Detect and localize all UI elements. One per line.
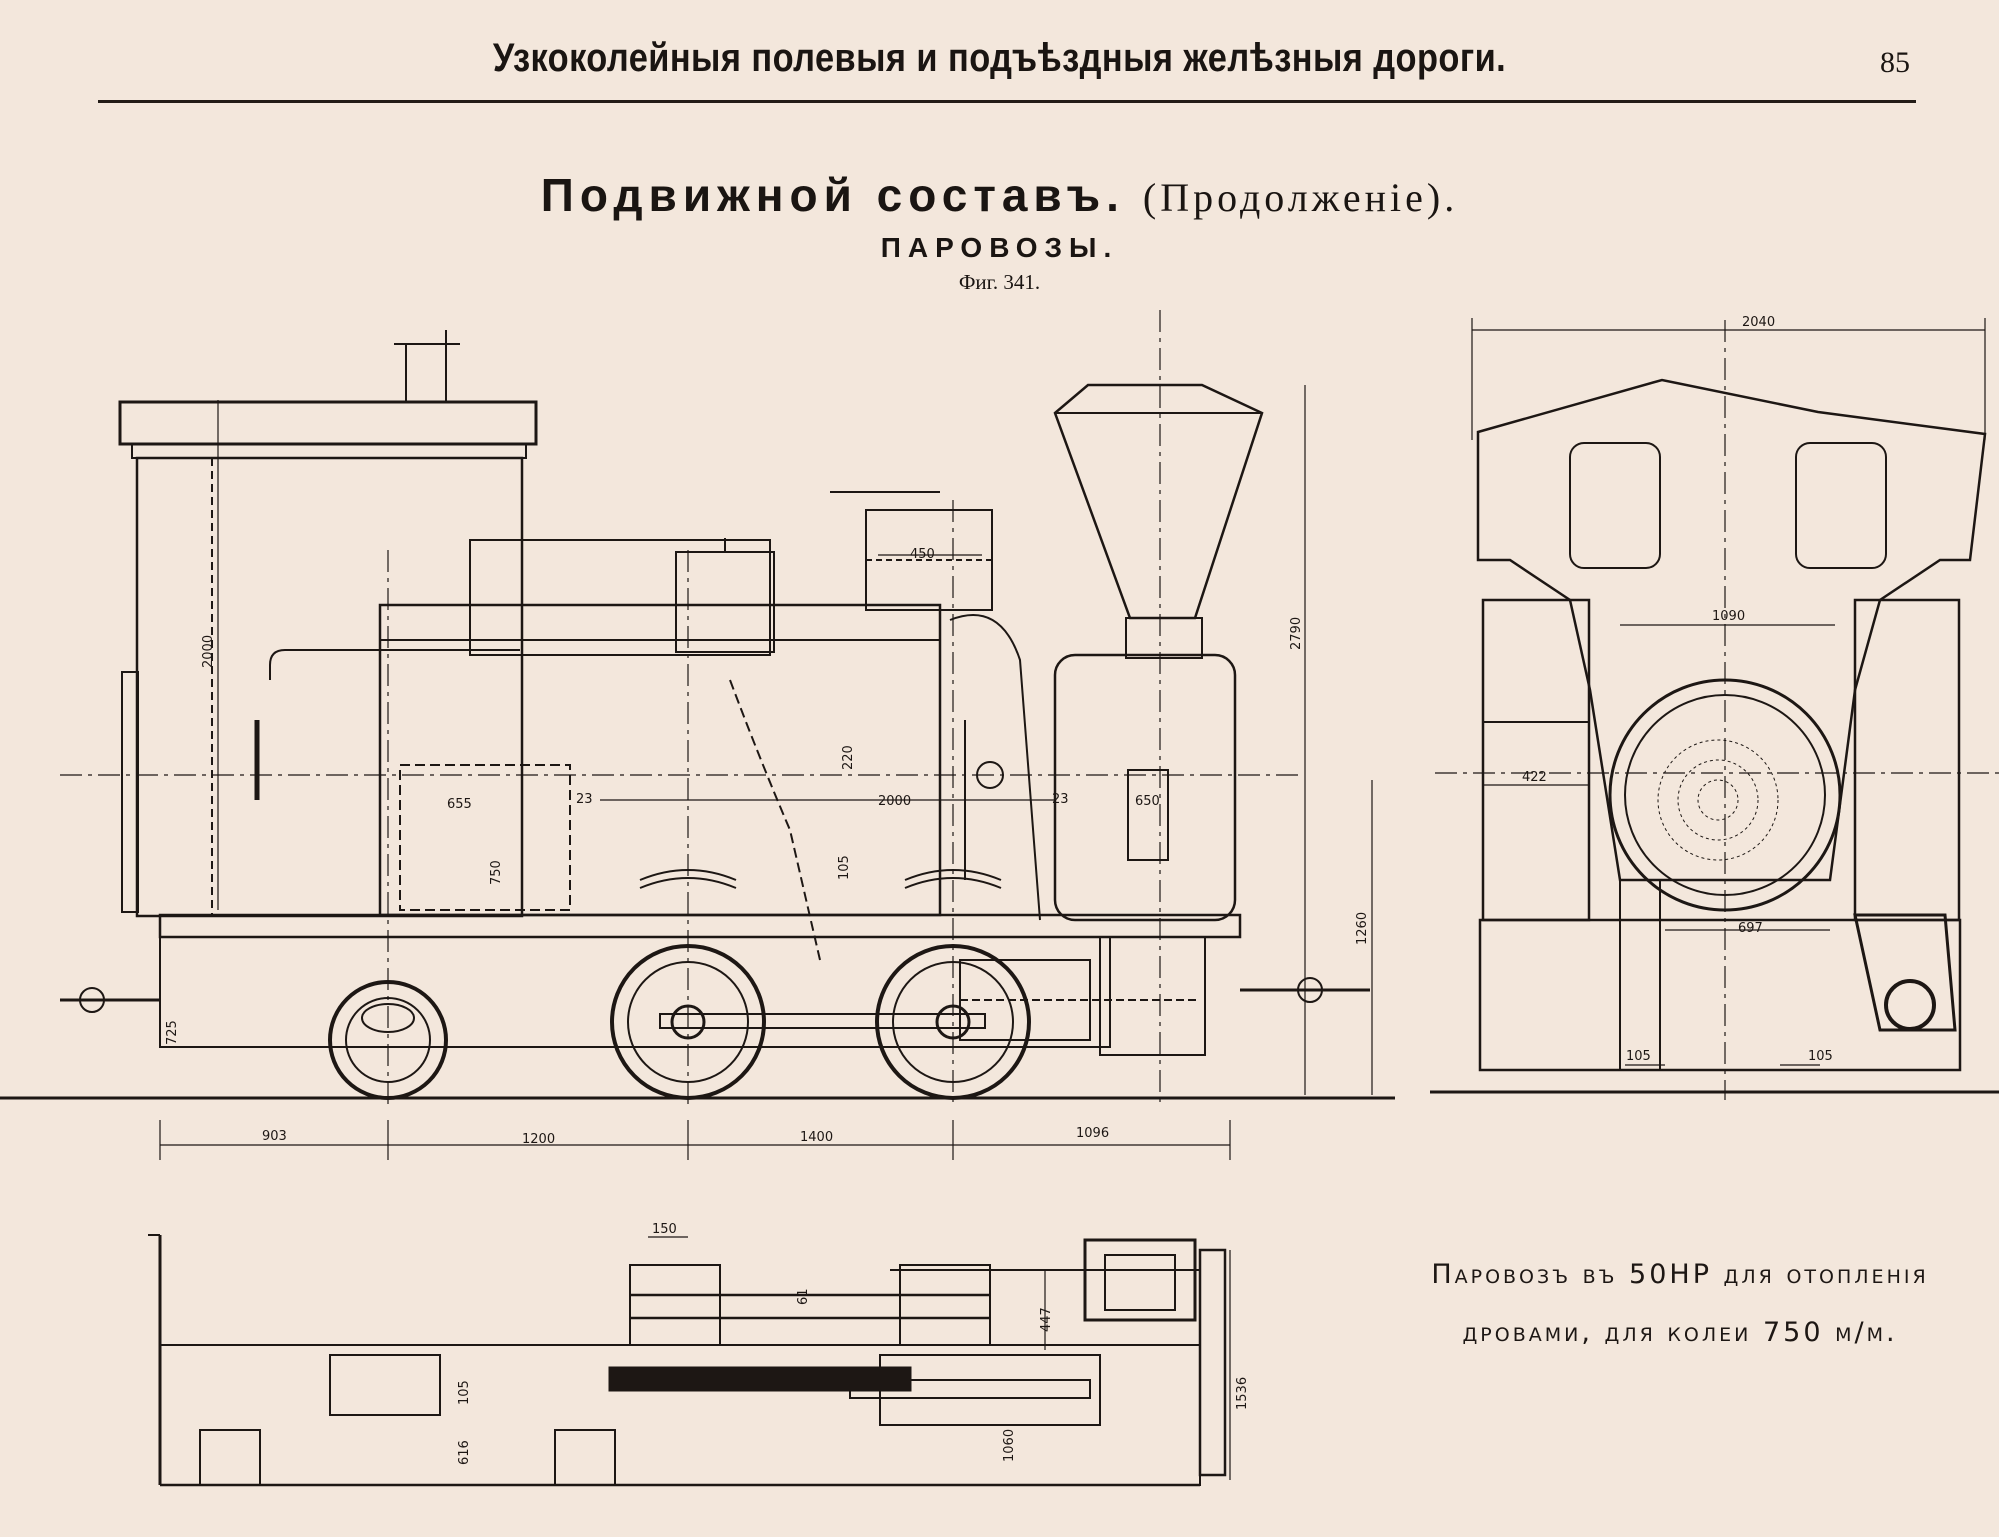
dim-220: 220 xyxy=(841,745,856,770)
front-dimensions: 2040 1090 422 697 105 105 xyxy=(1522,315,1833,1064)
dim-150: 150 xyxy=(652,1222,677,1237)
dim-447: 447 xyxy=(1039,1307,1054,1332)
dim-1260: 1260 xyxy=(1355,912,1370,945)
dim-1060: 1060 xyxy=(1002,1429,1017,1462)
dim-2000-boiler: 2000 xyxy=(878,794,911,809)
dim-2040: 2040 xyxy=(1742,315,1775,330)
figure-label: Фиг. 341. xyxy=(958,270,1041,294)
plan-dimensions: 150 447 1060 1536 105 616 61 xyxy=(457,1222,1250,1465)
side-elevation xyxy=(0,310,1395,1160)
dim-105-plan: 105 xyxy=(457,1380,472,1405)
page-number: 85 xyxy=(1880,46,1910,79)
dim-655: 655 xyxy=(447,797,472,812)
dim-105-front-right: 105 xyxy=(1808,1049,1833,1064)
caption-line-2: дровами, для колеи 750 m/m. xyxy=(1462,1317,1898,1348)
dim-105-front-left: 105 xyxy=(1626,1049,1651,1064)
header-rule xyxy=(98,100,1916,103)
dim-750: 750 xyxy=(489,860,504,885)
side-dimensions: 2000 2790 1260 450 220 2000 655 650 750 … xyxy=(165,547,1370,1147)
dim-23-left: 23 xyxy=(576,792,593,807)
dim-1096: 1096 xyxy=(1076,1126,1109,1141)
dim-61: 61 xyxy=(796,1288,811,1305)
plan-view xyxy=(148,1234,1231,1487)
dim-725: 725 xyxy=(165,1020,180,1045)
dim-2000-cab: 2000 xyxy=(201,635,216,668)
section-title-row: Подвижной составъ. (Продолженіе). xyxy=(0,168,1999,222)
dim-616: 616 xyxy=(457,1440,472,1465)
caption-line-1: Паровозъ въ 50HP для отопленія xyxy=(1431,1259,1929,1290)
dim-650: 650 xyxy=(1135,794,1160,809)
dim-1200: 1200 xyxy=(522,1132,555,1147)
dim-1090: 1090 xyxy=(1712,609,1745,624)
running-header: Узкоколейныя полевыя и подъѣздныя желѣзн… xyxy=(0,28,1999,98)
dim-2790: 2790 xyxy=(1289,617,1304,650)
subsection-title: ПАРОВОЗЫ. xyxy=(880,232,1119,263)
running-title: Узкоколейныя полевыя и подъѣздныя желѣзн… xyxy=(492,36,1507,80)
dim-23-right: 23 xyxy=(1052,792,1069,807)
dim-903: 903 xyxy=(262,1129,287,1144)
dim-450: 450 xyxy=(910,547,935,562)
figure-caption: Паровозъ въ 50HP для отопленія дровами, … xyxy=(1420,1246,1940,1362)
dim-105-side: 105 xyxy=(837,855,852,880)
dim-1536: 1536 xyxy=(1235,1377,1250,1410)
section-continuation: (Продолженіе). xyxy=(1142,175,1459,220)
dim-422: 422 xyxy=(1522,770,1547,785)
section-title: Подвижной составъ. xyxy=(540,169,1125,221)
dim-1400: 1400 xyxy=(800,1130,833,1145)
front-elevation xyxy=(1430,318,1999,1100)
dim-697: 697 xyxy=(1738,921,1763,936)
